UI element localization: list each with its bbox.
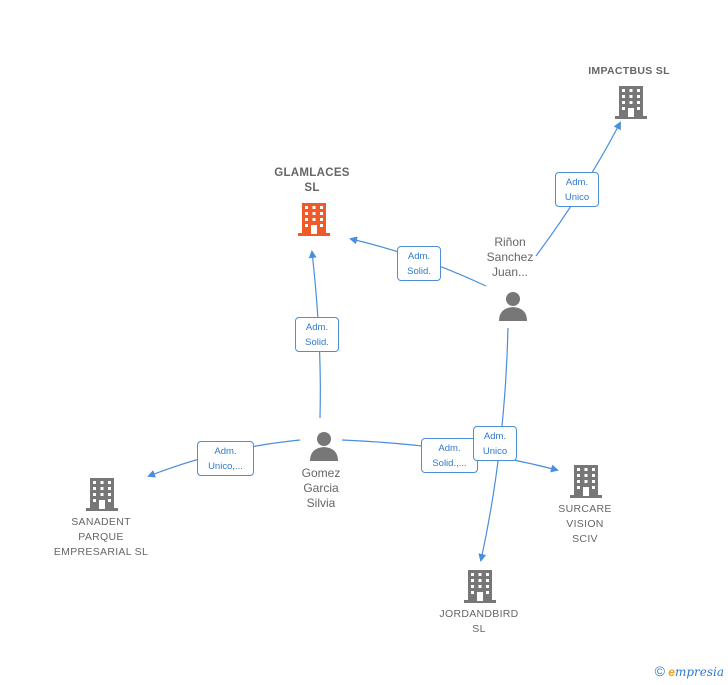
edge-label-gomez-sanadent: Adm. Unico,... — [197, 441, 254, 476]
building-icon — [570, 465, 602, 498]
company-label-sanadent[interactable]: SANADENT PARQUE EMPRESARIAL SL — [53, 516, 149, 558]
edge-label-gomez-glamlaces: Adm. Solid. — [295, 317, 339, 352]
edge-label-text: Adm. Solid.,... — [432, 443, 467, 469]
person-icon — [499, 292, 527, 321]
person-label-rinon[interactable]: Riñon Sanchez Juan... — [486, 235, 534, 279]
edge-label-rinon-jordandbird: Adm. Unico — [473, 426, 517, 461]
company-label-glamlaces[interactable]: GLAMLACES SL — [274, 167, 350, 194]
brand-first-letter: e — [668, 665, 675, 679]
edge-label-rinon-glamlaces: Adm. Solid. — [397, 246, 441, 281]
building-icon — [86, 478, 118, 511]
company-label-jordandbird[interactable]: JORDANDBIRD SL — [439, 608, 519, 635]
edge-label-text: Adm. Unico,... — [208, 446, 243, 472]
edge-label-text: Adm. Solid. — [407, 251, 431, 277]
building-icon — [298, 203, 330, 236]
brand-rest: mpresia — [674, 665, 724, 679]
company-label-impactbus[interactable]: IMPACTBUS SL — [588, 65, 670, 77]
edge-label-text: Adm. Solid. — [305, 322, 329, 348]
empresia-logo[interactable]: © empresia — [655, 663, 724, 679]
copyright-symbol: © — [654, 663, 665, 679]
edge-label-rinon-impactbus: Adm. Unico — [555, 172, 599, 207]
company-label-surcare[interactable]: SURCARE VISION SCIV — [558, 503, 612, 545]
building-icon — [615, 86, 647, 119]
edge-label-text: Adm. Unico — [482, 431, 508, 457]
person-label-gomez[interactable]: Gomez Garcia Silvia — [301, 466, 341, 510]
building-icon — [464, 570, 496, 603]
edge-label-text: Adm. Unico — [564, 177, 590, 203]
edge-label-gomez-surcare: Adm. Solid.,... — [421, 438, 478, 473]
person-icon — [310, 432, 338, 461]
